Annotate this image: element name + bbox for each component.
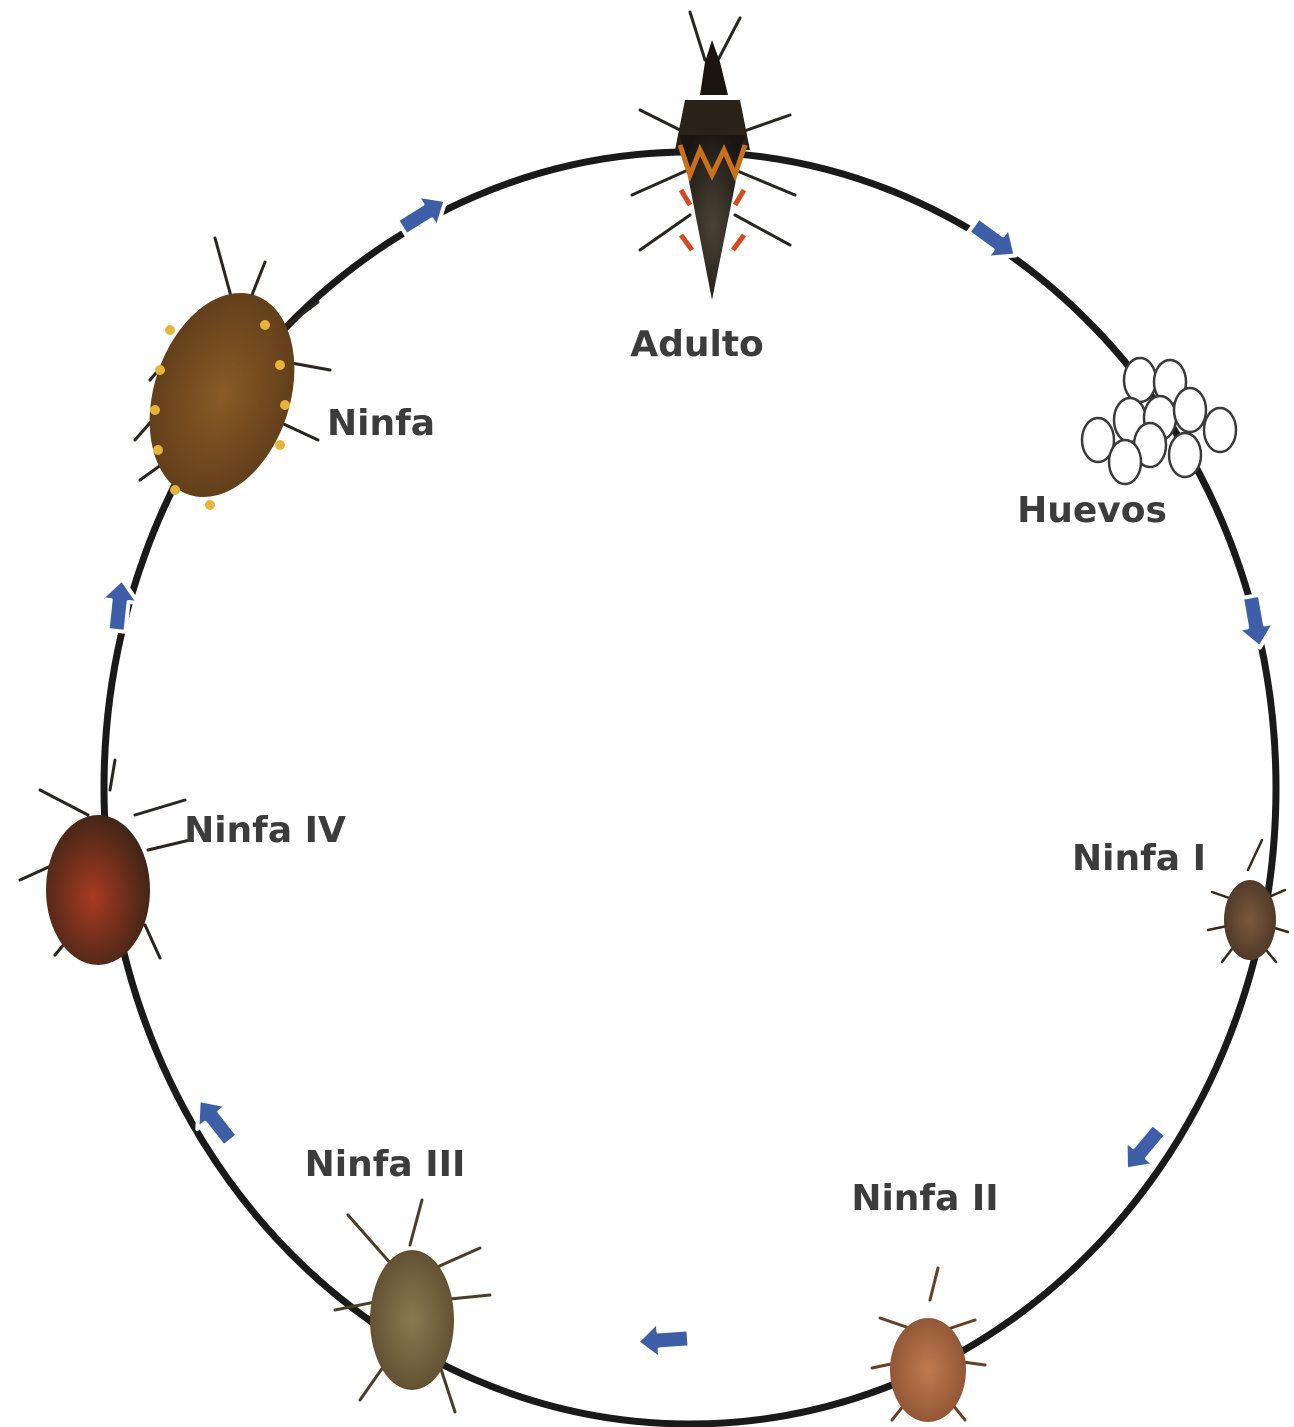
stage-label-ninfa-5: Ninfa [327,403,435,444]
stage-label-huevos: Huevos [1017,490,1167,531]
stage-label-ninfa-2: Ninfa II [851,1178,998,1219]
stage-label-adulto: Adulto [630,324,764,365]
ninfa-3-insect-icon [335,1200,490,1412]
ninfa-5-insect-icon [125,238,330,516]
ninfa-1-insect-icon [1208,840,1288,962]
stage-label-ninfa-3: Ninfa III [305,1144,466,1185]
stage-label-ninfa-1: Ninfa I [1072,838,1206,879]
arrow-ninfa-2-to-ninfa-3 [636,1319,691,1361]
arrow-huevos-to-ninfa-1 [1232,593,1278,651]
arrow-ninfa-1-to-ninfa-2 [1111,1117,1174,1181]
stage-label-ninfa-4: Ninfa IV [184,810,346,851]
eggs-icon [1082,358,1236,484]
